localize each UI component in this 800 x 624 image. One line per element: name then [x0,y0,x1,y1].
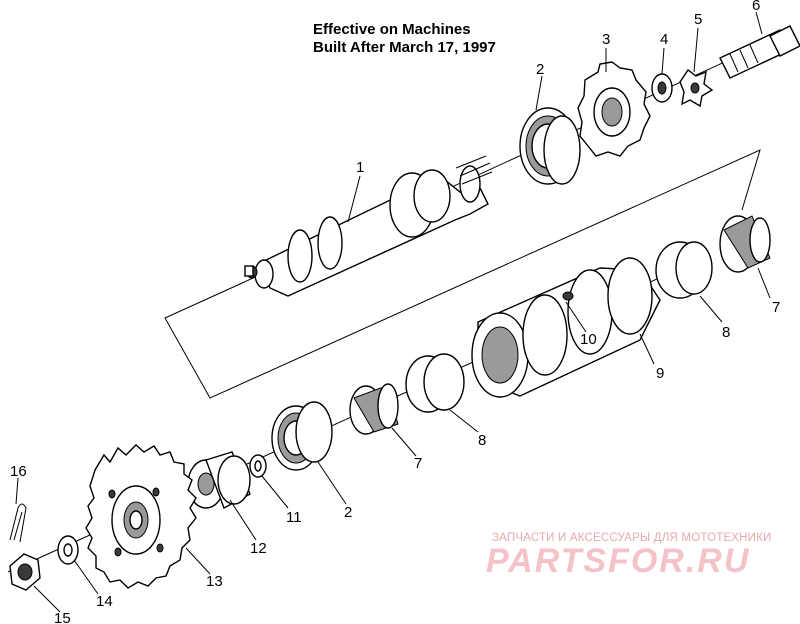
watermark-tagline: ЗАПЧАСТИ И АКСЕССУАРЫ ДЛЯ МОТОТЕХНИКИ [492,532,772,544]
callout-4: 4 [660,31,668,48]
callout-12: 12 [250,540,267,557]
callout-11: 11 [286,509,302,526]
washer-lower [249,454,267,478]
bearing-lower [271,401,333,471]
callouts: 1 2 3 4 5 6 7 8 9 10 8 7 2 11 12 13 14 1… [10,0,780,624]
callout-15: 15 [54,610,71,624]
shaft-part [244,155,493,297]
large-sprocket [85,444,197,589]
leader-lines [15,11,771,613]
callout-7-right: 7 [772,299,780,316]
callout-10: 10 [580,331,597,348]
callout-8-right: 8 [722,324,730,341]
callout-5: 5 [694,11,702,28]
watermark-logo: PARTSFOR.RU [486,542,750,580]
cotter-pin [9,503,27,543]
callout-2-lower: 2 [344,504,352,521]
washer-upper [651,73,673,103]
callout-14: 14 [96,593,113,610]
race-lower [405,353,465,413]
lock-tab [679,68,714,108]
small-sprocket [577,61,651,157]
tapered-bearing-lower [349,383,399,435]
callout-13: 13 [206,573,223,590]
title-line-1: Effective on Machines [313,21,471,38]
callout-1: 1 [356,159,364,176]
washer-outer [57,535,79,565]
callout-8-lower: 8 [478,432,486,449]
tapered-bearing-right [719,215,771,273]
callout-7-lower: 7 [414,455,422,472]
bolt [719,25,800,79]
callout-3: 3 [602,31,610,48]
castle-nut [9,553,41,591]
callout-2-upper: 2 [536,61,544,78]
race-right [655,241,713,299]
drive-hub [471,257,661,398]
callout-6: 6 [752,0,760,14]
watermark: ЗАПЧАСТИ И АКСЕССУАРЫ ДЛЯ МОТОТЕХНИКИ PA… [486,532,772,580]
explode-bracket [164,149,761,399]
bearing-upper [519,107,581,185]
spacer [187,451,251,509]
callout-16: 16 [10,463,27,480]
title-line-2: Built After March 17, 1997 [313,39,496,56]
callout-9: 9 [656,365,664,382]
